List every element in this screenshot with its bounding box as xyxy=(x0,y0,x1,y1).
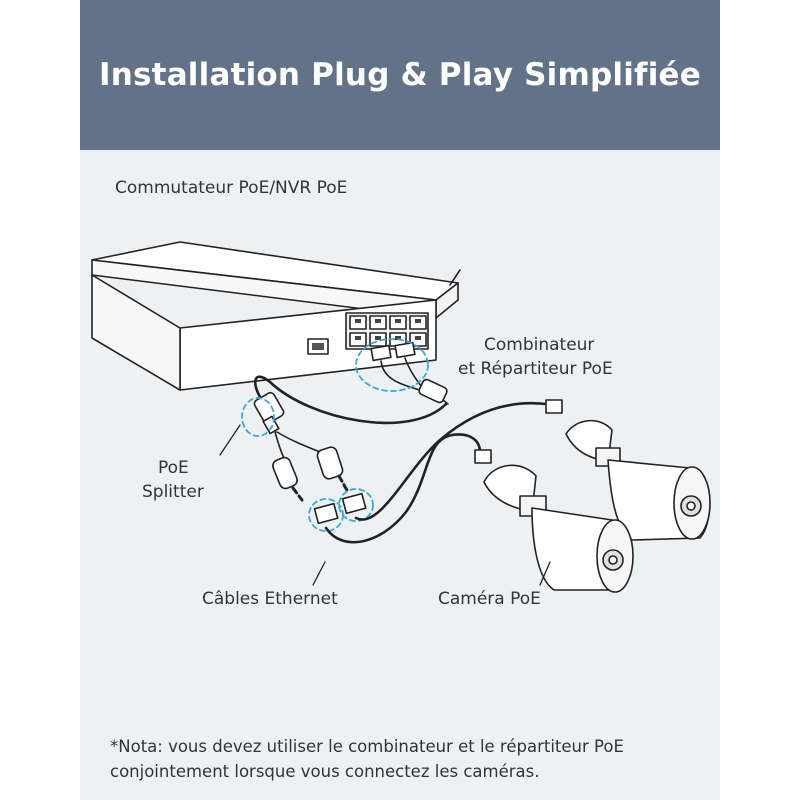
rj45-connectors xyxy=(313,492,367,525)
ethernet-cable-1 xyxy=(324,433,482,544)
ethernet-cable-2 xyxy=(354,401,548,521)
switch-label: Commutateur PoE/NVR PoE xyxy=(115,178,348,198)
coax-cable xyxy=(254,375,448,425)
camera1-plug xyxy=(474,449,492,464)
camera-2 xyxy=(565,419,711,541)
combiner-label-line2: et Répartiteur PoE xyxy=(458,359,613,379)
title-banner: Installation Plug & Play Simplifiée xyxy=(80,0,720,150)
splitter-label-line1: PoE xyxy=(158,458,189,478)
rj45-highlight-2 xyxy=(338,488,374,522)
combiner-label-line1: Combinateur xyxy=(484,335,595,355)
poe-combiner xyxy=(370,341,449,405)
product-card: Installation Plug & Play Simplifiée xyxy=(80,0,720,800)
combiner-highlight xyxy=(355,338,429,392)
camera-1 xyxy=(483,464,634,593)
page-title: Installation Plug & Play Simplifiée xyxy=(99,57,701,93)
splitter-highlight xyxy=(241,397,275,437)
installation-diagram xyxy=(91,241,711,593)
camera-label: Caméra PoE xyxy=(438,589,541,609)
poe-splitter xyxy=(253,391,350,502)
splitter-label-line2: Splitter xyxy=(142,482,204,502)
cables-label: Câbles Ethernet xyxy=(202,589,338,609)
poe-switch xyxy=(91,241,461,391)
camera2-plug xyxy=(545,399,563,414)
footnote: *Nota: vous devez utiliser le combinateu… xyxy=(110,737,624,781)
